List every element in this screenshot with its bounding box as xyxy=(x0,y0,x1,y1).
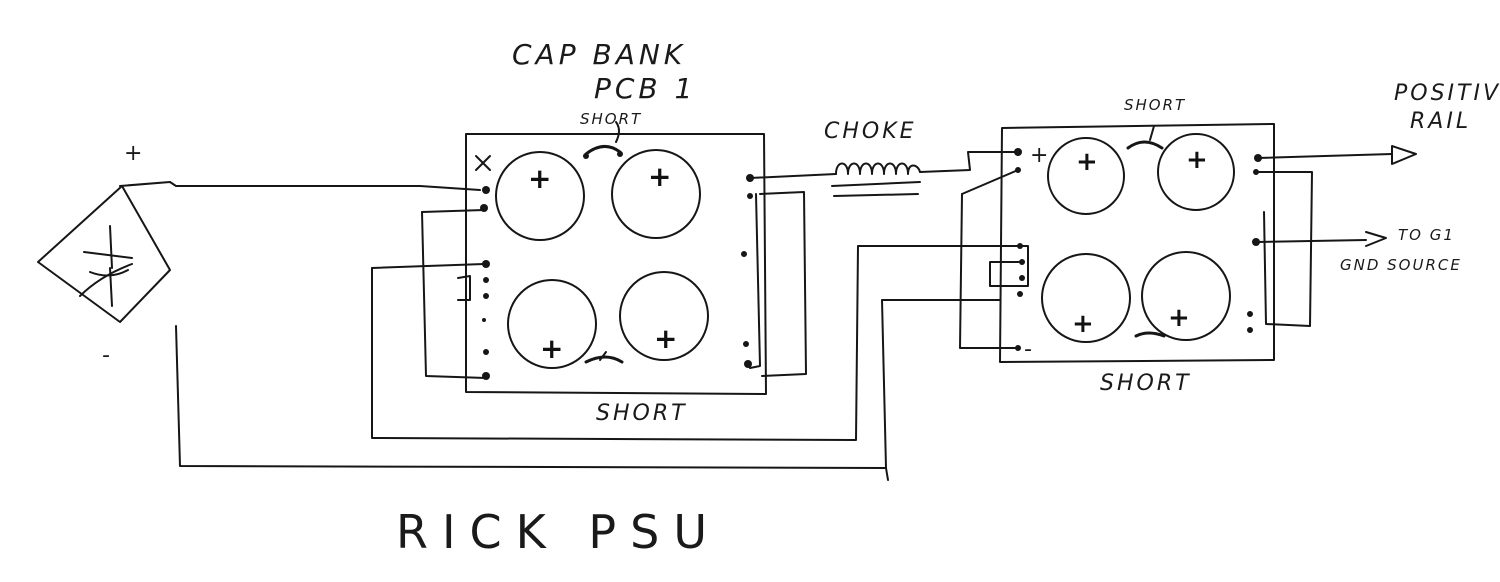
short-label-pcb2-bottom: SHORT xyxy=(1100,371,1192,396)
capacitor xyxy=(1041,253,1131,343)
choke-label: CHOKE xyxy=(824,119,917,144)
pcb1-title-line2: PCB 1 xyxy=(594,72,696,105)
pcb-interconnect-return-wire xyxy=(371,245,1019,441)
capacitor xyxy=(1047,137,1125,215)
cap-plus-mark: + xyxy=(648,160,671,193)
gnd-source-arrow xyxy=(1365,231,1387,247)
capacitor xyxy=(619,271,709,361)
capacitor xyxy=(507,279,597,369)
rectifier-minus-label: - xyxy=(102,343,113,368)
gnd-label-line2: GND SOURCE xyxy=(1340,256,1462,274)
cap-plus-mark: + xyxy=(1186,145,1208,175)
cap-plus-mark: + xyxy=(1168,303,1190,333)
capacitor xyxy=(611,149,701,239)
capacitor xyxy=(1157,133,1235,211)
positive-rail-arrow xyxy=(1391,145,1417,165)
gnd-label-line1: TO G1 xyxy=(1398,226,1455,244)
short-label-pcb2-top: SHORT xyxy=(1124,96,1186,114)
ground-return-wire xyxy=(175,299,1001,481)
diagram-title: RICK PSU xyxy=(396,505,721,559)
cap-bank-pcb2: + + + + xyxy=(959,123,1393,363)
capacitor xyxy=(1141,251,1231,341)
cap-plus-mark: + xyxy=(1076,147,1098,177)
pcb1-title-line1: CAP BANK xyxy=(512,38,686,71)
rectifier-plus-label: + xyxy=(124,141,145,166)
pcb2-plus-label: + xyxy=(1030,143,1051,168)
cap-plus-mark: + xyxy=(540,332,563,365)
positive-rail-label-line1: POSITIVE xyxy=(1394,81,1500,106)
capacitor xyxy=(495,151,585,241)
cap-bank-pcb1: + + + + xyxy=(371,121,837,395)
choke-inductor xyxy=(831,151,1019,197)
cap-plus-mark: + xyxy=(654,322,677,355)
rectifier-positive-wire xyxy=(119,181,481,191)
bridge-rectifier xyxy=(37,185,171,323)
cap-plus-mark: + xyxy=(528,162,551,195)
positive-rail-label-line2: RAIL xyxy=(1410,109,1471,134)
cap-plus-mark: + xyxy=(1072,309,1094,339)
short-label-pcb1-bottom: SHORT xyxy=(596,401,688,426)
short-label-pcb1-top: SHORT xyxy=(580,110,642,128)
pcb2-minus-label: - xyxy=(1024,337,1035,362)
